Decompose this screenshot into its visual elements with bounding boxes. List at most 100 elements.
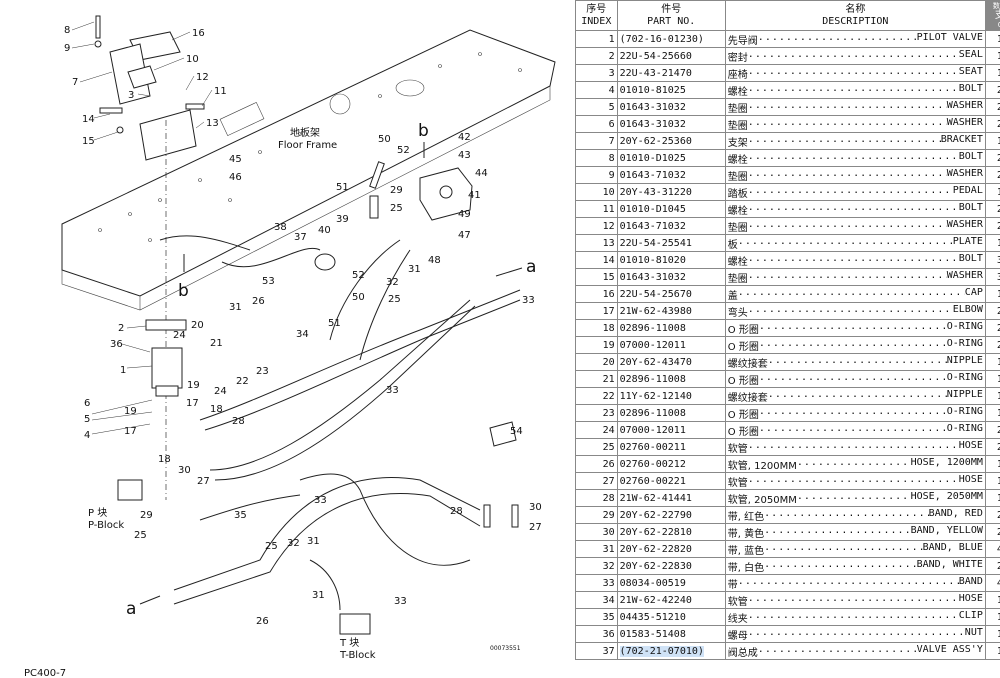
- row-part-no: 01583-51408: [616, 625, 726, 643]
- callout-20: 20: [191, 320, 204, 331]
- row-part-no-text: 20Y-62-22820: [619, 543, 692, 555]
- row-desc-cn: 螺栓: [727, 86, 748, 98]
- row-description: 带, 黄色BAND, YELLOW: [724, 523, 986, 541]
- row-index: 17: [575, 302, 618, 320]
- row-part-no-text: 20Y-62-22810: [619, 526, 692, 538]
- row-qty: 1: [984, 642, 1000, 660]
- row-description: 软管, 2050MMHOSE, 2050MM: [724, 489, 986, 507]
- row-description: 螺栓BOLT: [724, 200, 986, 218]
- row-qty: 3: [984, 268, 1000, 286]
- row-part-no-text: 20Y-62-22790: [619, 509, 692, 521]
- row-desc-en: VALVE ASS'Y: [916, 643, 983, 655]
- callout-13: 13: [206, 118, 219, 129]
- row-index: 18: [575, 319, 618, 337]
- row-index: 22: [575, 387, 618, 405]
- exploded-parts-diagram: 地板架 Floor Frame: [24, 15, 556, 678]
- header-index: 序号 INDEX: [575, 0, 618, 31]
- row-description: O 形圈O-RING: [724, 370, 986, 388]
- callout-52a: 52: [397, 145, 410, 156]
- row-part-no: 02760-00211: [616, 438, 726, 456]
- row-desc-en: BAND, RED: [928, 507, 983, 519]
- callout-39: 39: [336, 214, 349, 225]
- row-desc-leader: [759, 406, 947, 421]
- row-qty: 1: [984, 489, 1000, 507]
- row-desc-en: BAND, YELLOW: [910, 524, 983, 536]
- header-part-cn: 件号: [661, 3, 682, 15]
- row-desc-leader: [768, 389, 947, 404]
- row-desc-leader: [748, 474, 959, 489]
- header-qty-top: 数量: [992, 2, 1000, 10]
- row-desc-en: ELBOW: [952, 303, 983, 315]
- row-qty: 2: [984, 421, 1000, 439]
- row-index: 33: [575, 574, 618, 592]
- callout-40: 40: [318, 225, 331, 236]
- row-desc-en: WASHER: [946, 218, 983, 230]
- row-part-no: 01010-81025: [616, 81, 726, 99]
- row-desc-leader: [738, 236, 953, 251]
- row-qty: 1: [984, 234, 1000, 252]
- row-desc-leader: [748, 593, 959, 608]
- callout-27b: 27: [529, 522, 542, 533]
- row-part-no-text: 22U-54-25660: [619, 50, 692, 62]
- row-description: 螺栓BOLT: [724, 149, 986, 167]
- callout-30a: 30: [178, 465, 191, 476]
- row-part-no-text: 01643-71032: [619, 169, 686, 181]
- row-description: 弯头ELBOW: [724, 302, 986, 320]
- row-qty: 2: [984, 523, 1000, 541]
- row-index: 9: [575, 166, 618, 184]
- row-index: 14: [575, 251, 618, 269]
- lower-hoses: [117, 421, 519, 635]
- row-desc-leader: [748, 168, 947, 183]
- row-part-no: 20Y-62-22790: [616, 506, 726, 524]
- callout-33b: 33: [386, 385, 399, 396]
- callout-42: 42: [458, 132, 471, 143]
- row-description: 带, 蓝色BAND, BLUE: [724, 540, 986, 558]
- row-part-no-text: 08034-00519: [619, 577, 686, 589]
- row-desc-en: CLIP: [958, 609, 983, 621]
- row-part-no: 02896-11008: [616, 370, 726, 388]
- row-desc-leader: [748, 100, 947, 115]
- callout-28b: 28: [450, 506, 463, 517]
- row-qty: 4: [984, 540, 1000, 558]
- drawing-number: 00073551: [490, 645, 521, 652]
- callout-47: 47: [458, 230, 471, 241]
- row-part-no: 04435-51210: [616, 608, 726, 626]
- row-index: 1: [575, 30, 618, 48]
- row-desc-cn: 螺栓: [727, 256, 748, 268]
- row-desc-cn: 密封: [727, 52, 748, 64]
- row-desc-cn: 软管: [727, 477, 748, 489]
- callout-33a: 33: [522, 295, 535, 306]
- row-description: 螺栓BOLT: [724, 81, 986, 99]
- parts-table-body: 1(702-16-01230)先导阀PILOT VALVE1222U-54-25…: [575, 30, 1000, 660]
- callout-8: 8: [64, 25, 70, 36]
- row-part-no: 20Y-62-22830: [616, 557, 726, 575]
- row-qty: 1: [984, 353, 1000, 371]
- row-part-no-text: 02896-11008: [619, 407, 686, 419]
- callout-21: 21: [210, 338, 223, 349]
- callout-36: 36: [110, 339, 123, 350]
- parts-table: 序号 INDEX 件号 PART NO. 名称 DESCRIPTION 数量 支…: [575, 0, 1000, 660]
- row-part-no: 02760-00221: [616, 472, 726, 490]
- callout-30b: 30: [529, 502, 542, 513]
- p-block-en: P-Block: [88, 520, 124, 531]
- row-desc-en: O-RING: [946, 337, 983, 349]
- callout-33d: 33: [394, 596, 407, 607]
- row-index: 5: [575, 98, 618, 116]
- callout-26b: 26: [256, 616, 269, 627]
- hose-bundle: [159, 235, 521, 481]
- row-desc-cn: 软管, 1200MM: [727, 460, 797, 472]
- callout-31a: 31: [408, 264, 421, 275]
- callout-54: 54: [510, 426, 523, 437]
- row-index: 3: [575, 64, 618, 82]
- row-index: 23: [575, 404, 618, 422]
